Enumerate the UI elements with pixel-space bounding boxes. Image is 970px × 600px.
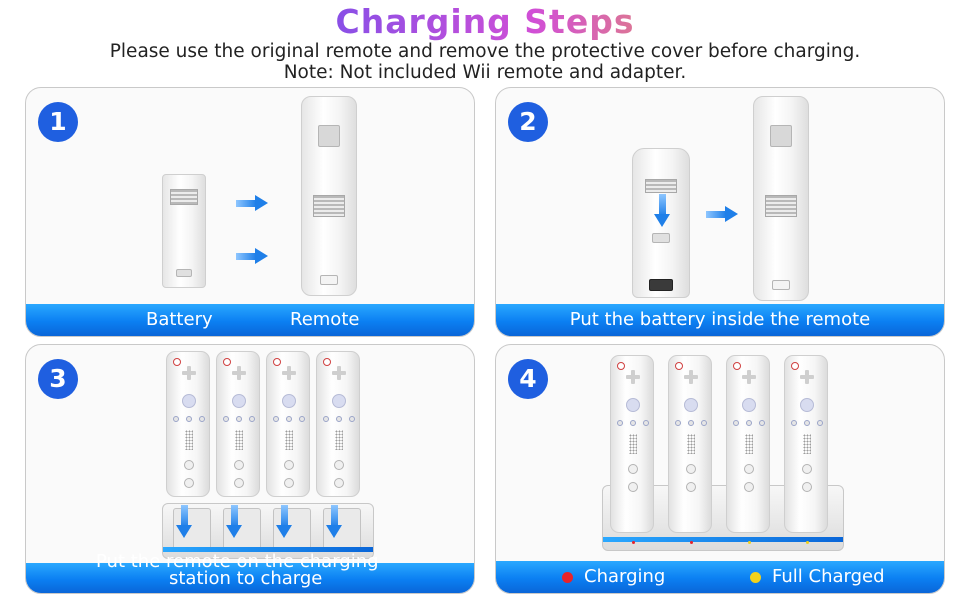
full-charged-label: Full Charged (772, 566, 885, 587)
step-3-number: 3 (38, 359, 78, 399)
step-4-legend-bar: Charging Full Charged (496, 561, 944, 593)
dock-led-icon (806, 541, 809, 544)
step-3-panel: 3 Put the remote on the charging station… (25, 344, 475, 594)
dock-led-icon (690, 541, 693, 544)
charging-dock-image (162, 503, 374, 559)
arrow-down-icon (226, 505, 242, 539)
step-1-caption-bar: Battery Remote (26, 304, 474, 336)
step-2-caption-bar: Put the battery inside the remote (496, 304, 944, 336)
charging-label: Charging (584, 566, 666, 587)
charging-indicator-icon (562, 572, 573, 583)
step-2-caption: Put the battery inside the remote (569, 309, 871, 330)
step-2-panel: 2 Put the battery inside the remote (495, 87, 945, 337)
subtitle-note: Note: Not included Wii remote and adapte… (283, 62, 687, 83)
arrow-right-icon (706, 206, 738, 222)
wii-remote-image (726, 355, 770, 533)
full-charged-indicator-icon (750, 572, 761, 583)
arrow-down-icon (276, 505, 292, 539)
remote-back-image (301, 96, 357, 296)
dock-led-icon (632, 541, 635, 544)
arrow-down-icon (654, 194, 670, 228)
dock-led-icon (748, 541, 751, 544)
step-4-panel: 4 Charging Full Charged (495, 344, 945, 594)
wii-remote-image (668, 355, 712, 533)
step-3-caption-line1: Put the remote on the charging (96, 551, 379, 572)
wii-remote-image (216, 351, 260, 497)
wii-remote-image (316, 351, 360, 497)
step-1-panel: 1 Battery Remote (25, 87, 475, 337)
step-4-number: 4 (508, 359, 548, 399)
step-2-number: 2 (508, 102, 548, 142)
battery-insert-image (632, 148, 690, 298)
step-3-caption-bar: Put the remote on the charging station t… (26, 551, 474, 593)
remote-label: Remote (290, 309, 360, 330)
arrow-right-icon (236, 195, 268, 211)
page-title: Charging Steps (0, 2, 970, 41)
wii-remote-image (610, 355, 654, 533)
remote-back-image (753, 96, 809, 301)
wii-remote-image (166, 351, 210, 497)
arrow-down-icon (176, 505, 192, 539)
subtitle-instructions: Please use the original remote and remov… (109, 41, 861, 62)
wii-remote-image (784, 355, 828, 533)
step-3-caption-line2: station to charge (169, 568, 323, 589)
battery-label: Battery (146, 309, 213, 330)
step-1-number: 1 (38, 102, 78, 142)
arrow-down-icon (326, 505, 342, 539)
wii-remote-image (266, 351, 310, 497)
battery-pack-image (162, 174, 206, 288)
arrow-right-icon (236, 248, 268, 264)
